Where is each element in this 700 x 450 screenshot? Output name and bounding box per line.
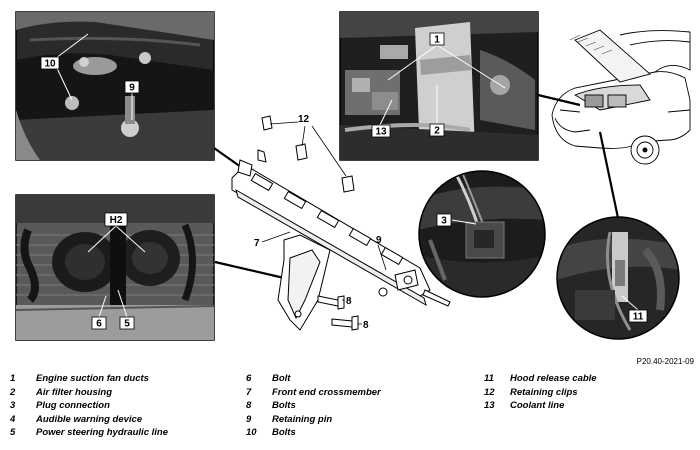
inset-hood-release: 11 (556, 216, 680, 340)
callout-2: 2 (434, 126, 440, 137)
callout-7: 7 (254, 238, 260, 249)
figure-reference: P20.40-2021-09 (636, 357, 694, 366)
callout-8-lower: 8 (363, 320, 369, 331)
photo-engine-bay-callouts: 1 13 2 (371, 32, 506, 138)
callout-9-photo: 9 (129, 83, 135, 94)
crossmember-drawing (231, 115, 451, 331)
photo-top-left (15, 11, 215, 161)
photo-top-left-callouts: 10 9 (40, 33, 140, 120)
callout-6: 6 (96, 319, 102, 330)
callout-13: 13 (375, 127, 387, 138)
service-diagram: 10 9 1 13 2 (15, 11, 691, 341)
callout-12: 12 (298, 114, 310, 125)
inset-plug-connection: 3 (418, 170, 546, 298)
callout-H2: H2 (110, 215, 123, 226)
photo-horns-callouts: H2 6 5 (87, 212, 146, 330)
callout-8-upper: 8 (346, 296, 352, 307)
crossmember-callouts (261, 121, 387, 325)
callout-10: 10 (44, 59, 56, 70)
callout-9: 9 (376, 235, 382, 246)
callout-5: 5 (124, 319, 130, 330)
callout-1: 1 (434, 35, 440, 46)
callout-3: 3 (441, 216, 447, 227)
car-illustration (551, 29, 691, 165)
callout-11: 11 (633, 312, 644, 323)
